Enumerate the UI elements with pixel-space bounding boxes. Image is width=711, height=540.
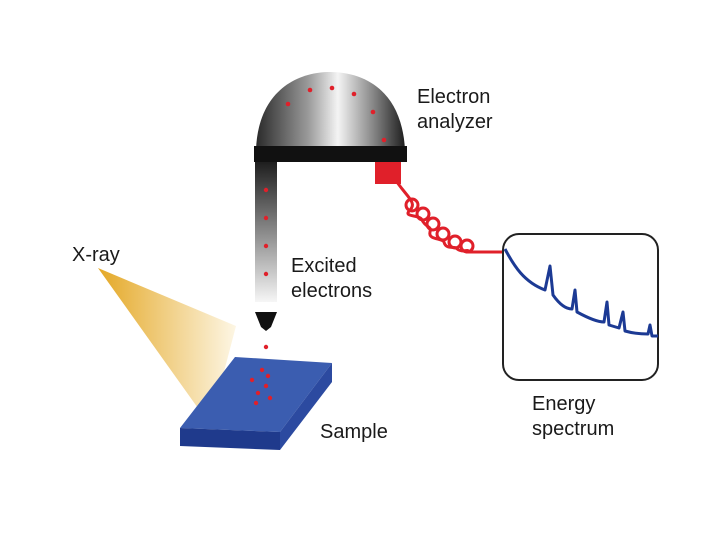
- xray-label: X-ray: [72, 243, 120, 268]
- sample-electrons: [249, 367, 273, 406]
- electron-analyzer-label-line1: Electron: [417, 86, 491, 108]
- sample-label-text: Sample: [320, 421, 388, 443]
- energy-spectrum-label-line1: Energy: [532, 393, 596, 415]
- energy-spectrum-label-line2: spectrum: [532, 418, 615, 440]
- xray-beam: [98, 268, 236, 425]
- energy-spectrum-box: [502, 233, 659, 381]
- excited-electrons-label-line2: electrons: [291, 280, 373, 302]
- wire-coils: [404, 197, 475, 254]
- dome-electrons: [285, 85, 387, 143]
- sample-label: Sample: [320, 420, 388, 445]
- energy-spectrum-curve: [503, 248, 658, 338]
- electron-column: [255, 162, 277, 302]
- sample-slab: [180, 357, 332, 450]
- electron-analyzer-label: Electron analyzer: [417, 85, 493, 135]
- excited-electrons-label-line1: Excited: [291, 255, 357, 277]
- analyzer-lens: [255, 312, 277, 331]
- electron-analyzer-dome: [256, 72, 405, 150]
- electron-analyzer-label-line2: analyzer: [417, 111, 493, 133]
- analyzer-base: [254, 146, 407, 162]
- energy-spectrum-label: Energy spectrum: [532, 392, 614, 442]
- excited-electrons-label: Excited electrons: [291, 254, 372, 304]
- xray-label-text: X-ray: [72, 244, 120, 266]
- emitted-electron: [263, 344, 269, 350]
- column-electrons: [263, 187, 269, 277]
